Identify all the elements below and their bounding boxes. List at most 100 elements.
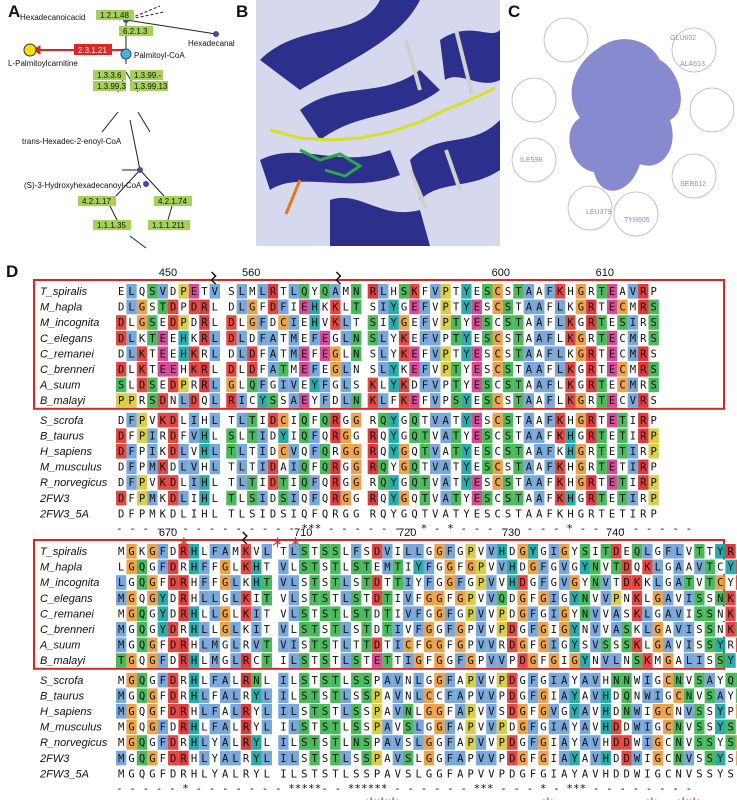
residue: C [665,737,671,749]
residue: L [201,655,207,667]
residue: T [311,690,318,702]
residue: H [191,546,197,558]
residue: Y [582,562,589,574]
residue: E [301,348,307,360]
residue: F [447,706,453,718]
residue: Q [139,624,145,636]
residue: I [280,655,286,667]
residue: V [405,624,412,636]
residue: L [232,624,238,636]
residue: R [588,430,595,442]
residue: S [707,640,713,652]
residue: E [301,364,307,376]
residue: L [201,675,207,687]
residue: R [640,302,647,314]
residue: Y [571,753,578,765]
residue: V [488,690,495,702]
species-name: 2FW3_5A [39,508,89,520]
residue: N [623,675,629,687]
residue: R [370,286,377,298]
residue: L [291,655,297,667]
residue: Y [717,753,724,765]
residue: V [488,655,495,667]
residue: E [170,333,176,345]
residue: R [588,508,595,520]
residue: L [343,395,349,407]
residue: K [634,640,641,652]
residue: S [322,706,328,718]
residue: D [228,333,234,345]
residue: F [160,753,166,765]
residue: S [484,395,490,407]
residue: Q [139,577,145,589]
residue: A [457,706,464,718]
residue: R [588,348,595,360]
residue: T [453,317,460,329]
residue: M [212,655,218,667]
residue: A [619,286,626,298]
residue: Y [391,446,398,458]
residue: T [384,577,391,589]
residue: P [139,415,145,427]
residue: L [232,706,238,718]
residue: S [322,624,328,636]
residue: K [401,333,408,345]
residue: F [540,577,546,589]
residue: E [301,380,307,392]
residue: F [180,430,186,442]
residue: S [353,768,359,780]
key-residue-star: * [542,795,553,800]
residue: T [515,317,522,329]
residue: N [634,690,640,702]
residue: M [630,364,636,376]
residue: F [547,430,553,442]
residue: Q [380,477,386,489]
species-name: S_scrofa [40,675,83,687]
residue: F [665,546,671,558]
residue: D [613,722,619,734]
residue: I [630,430,636,442]
residue: G [467,655,473,667]
residue: F [547,380,553,392]
residue: Q [139,675,145,687]
residue: L [201,608,207,620]
residue: F [457,577,463,589]
residue: L [343,380,349,392]
residue: T [453,302,460,314]
residue: V [592,737,599,749]
residue: I [551,753,557,765]
residue: S [484,380,490,392]
residue: R [243,753,250,765]
residue: T [453,493,460,505]
residue: D [509,593,515,605]
residue: A [536,446,543,458]
residue: F [447,753,453,765]
residue: G [128,562,134,574]
residue: A [443,508,450,520]
residue: N [353,286,359,298]
residue: K [332,302,339,314]
residue: E [474,415,480,427]
residue: L [291,753,297,765]
residue: F [259,317,265,329]
residue: F [160,562,166,574]
residue: S [353,655,359,667]
residue: F [547,462,553,474]
residue: H [201,415,207,427]
residue: T [599,462,606,474]
residue: F [447,608,453,620]
residue: T [280,333,287,345]
residue: L [212,477,218,489]
residue: F [530,737,536,749]
species-name: M_incognita [40,317,99,329]
residue: E [609,493,615,505]
residue: L [291,562,297,574]
residue: V [432,333,439,345]
residue: T [311,737,318,749]
residue: I [259,415,265,427]
residue: L [180,395,186,407]
residue: G [540,593,546,605]
residue: H [603,690,609,702]
residue: Y [160,624,167,636]
residue: G [426,675,432,687]
